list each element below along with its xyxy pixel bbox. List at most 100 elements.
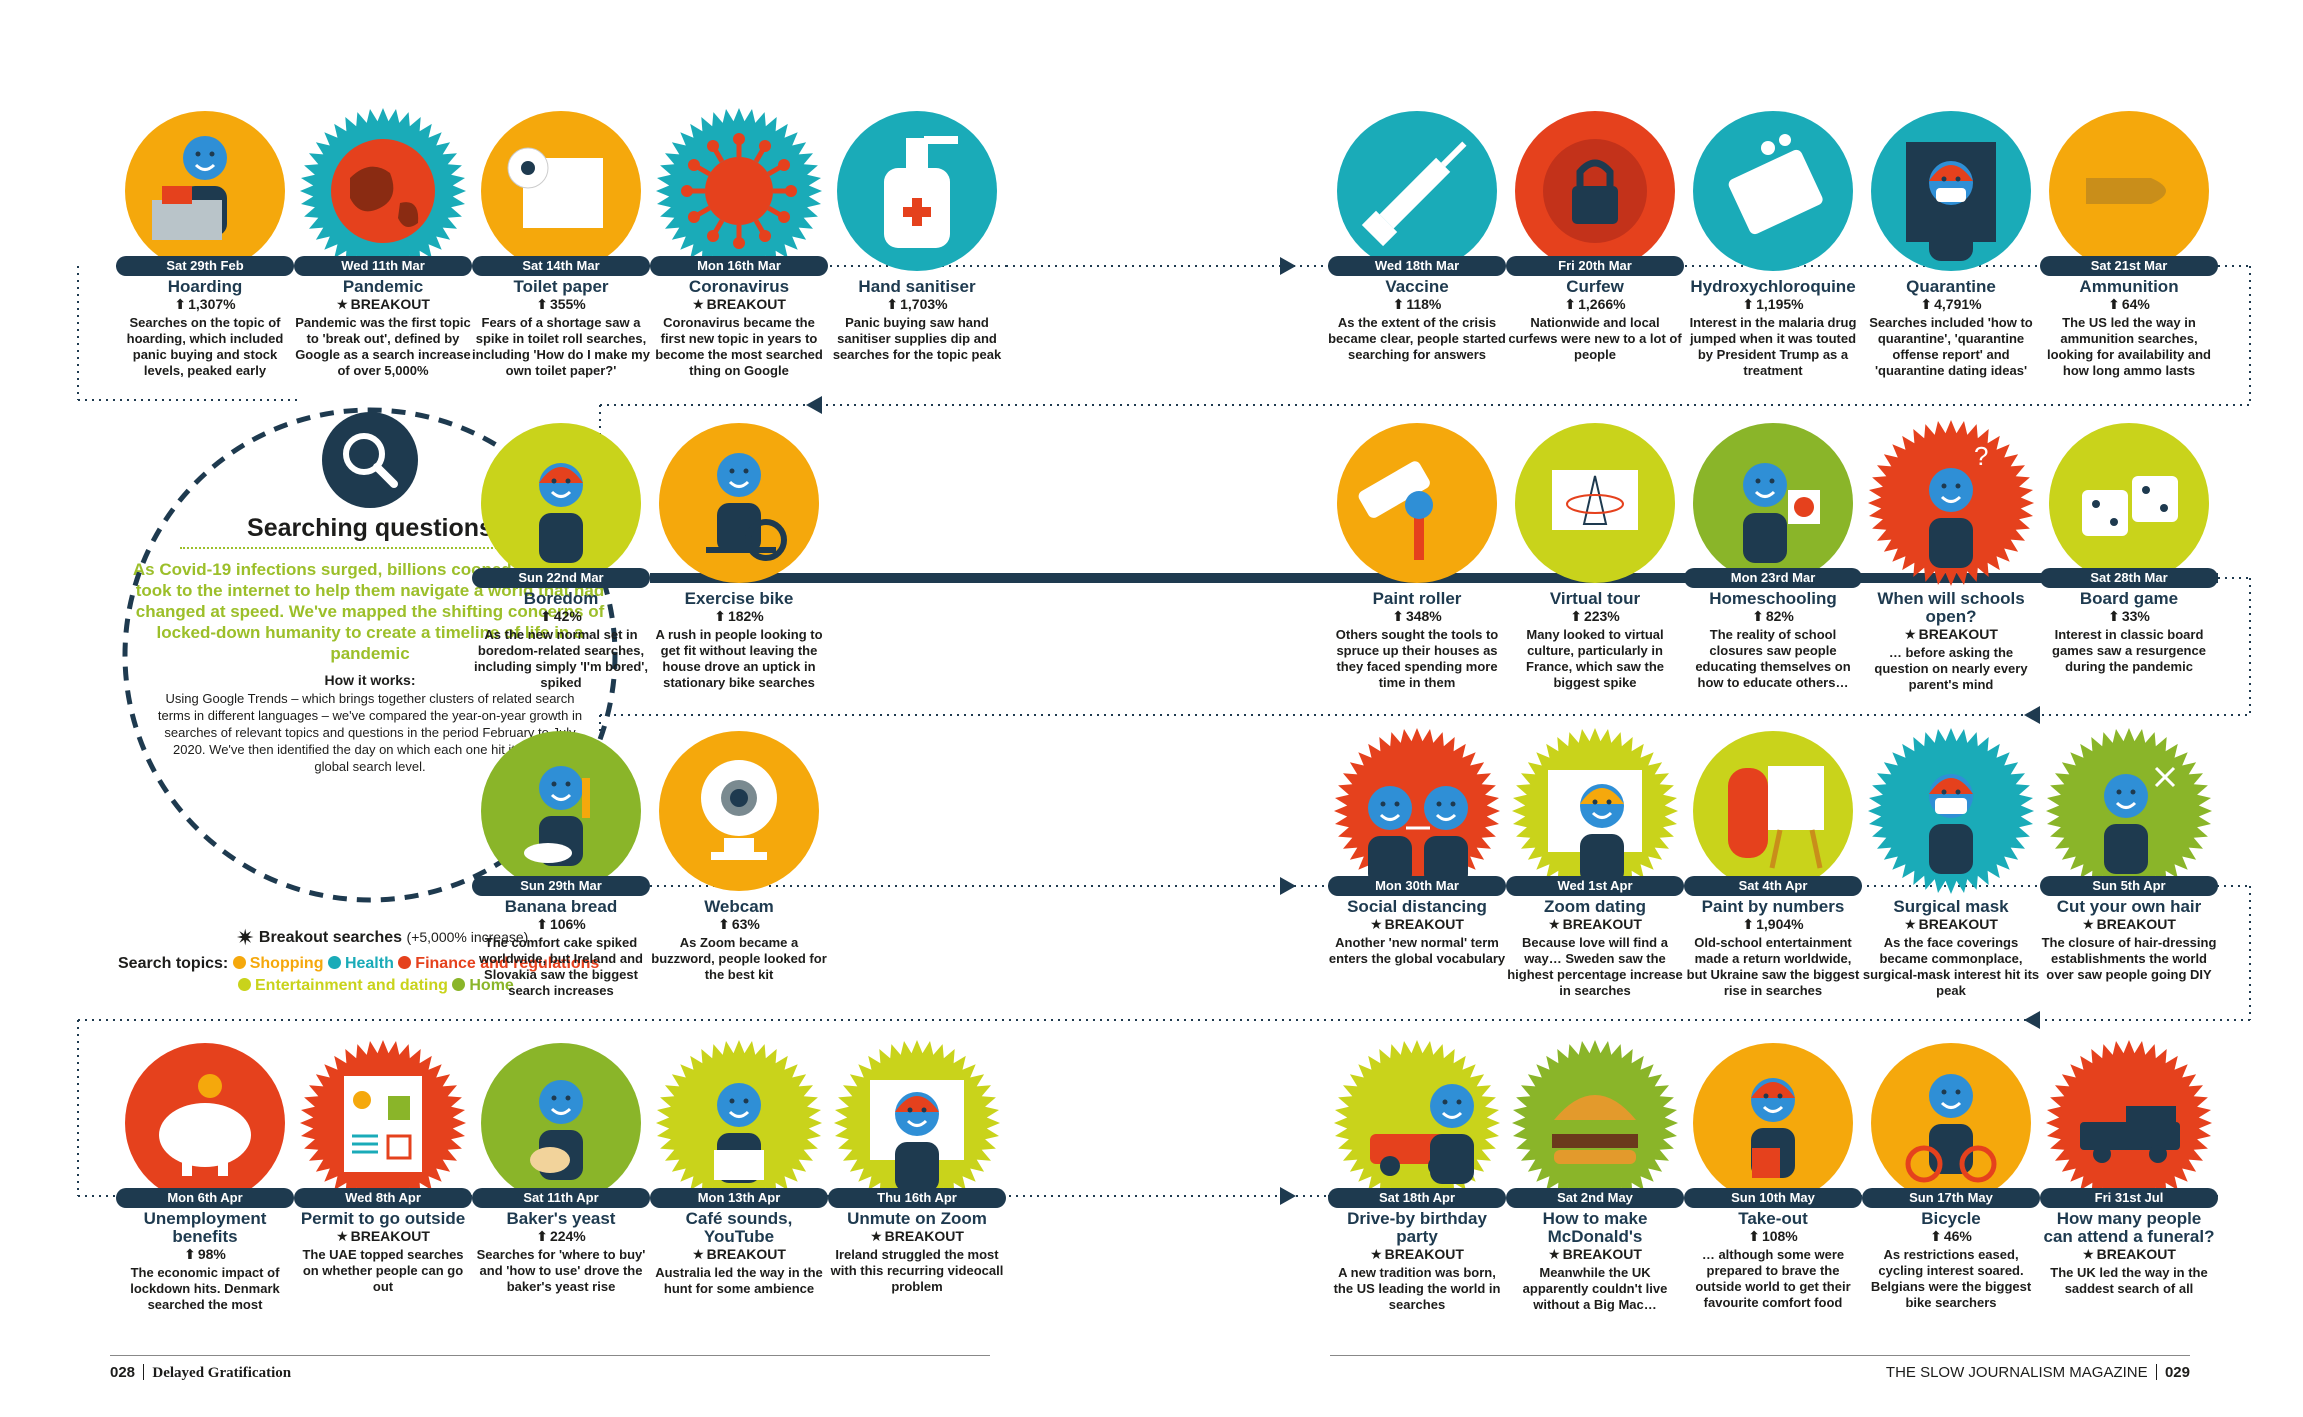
intro-panel: Searching questions As Covid-19 infectio… (120, 410, 620, 775)
stat-value: BREAKOUT (1562, 916, 1642, 932)
stat-value: BREAKOUT (1918, 916, 1998, 932)
item-body: Toilet paper⬆355%Fears of a shortage saw… (472, 278, 650, 379)
stat-value: BREAKOUT (706, 296, 786, 312)
item-description: A rush in people looking to get fit with… (655, 627, 823, 690)
growth-stat: ⬆355% (472, 296, 650, 313)
breakout-star-icon: ★ (336, 296, 349, 312)
stat-value: 223% (1583, 608, 1620, 624)
stat-value: 46% (1943, 1228, 1972, 1244)
breakout-stat: ★BREAKOUT (294, 296, 472, 313)
item-body: Paint by numbers⬆1,904%Old-school entert… (1684, 898, 1862, 999)
sanitiser-bottle-icon (834, 108, 1000, 274)
breakout-star-icon: ★ (2082, 1246, 2095, 1262)
item-body: Hydroxychloroquine⬆1,195%Interest in the… (1684, 278, 1862, 379)
toilet-roll-icon (478, 108, 644, 274)
stat-value: 1,703% (900, 296, 948, 312)
stat-value: 42% (553, 608, 582, 624)
intro-title: Searching questions (247, 514, 493, 542)
stat-value: BREAKOUT (2096, 916, 2176, 932)
item-date: Fri 20th Mar (1506, 256, 1684, 276)
topics-label: Search topics: (118, 955, 229, 972)
growth-arrow-icon: ⬆ (536, 296, 548, 312)
item-body: Ammunition⬆64%The US led the way in ammu… (2040, 278, 2218, 379)
magazine-tagline: THE SLOW JOURNALISM MAGAZINE (1885, 1364, 2148, 1381)
item-body: Hand sanitiser⬆1,703%Panic buying saw ha… (828, 278, 1006, 363)
breakout-stat: ★BREAKOUT (1506, 916, 1684, 933)
item-description: Searches for 'where to buy' and 'how to … (476, 1247, 646, 1294)
growth-stat: ⬆64% (2040, 296, 2218, 313)
growth-arrow-icon: ⬆ (174, 296, 187, 312)
padlock-icon (1512, 108, 1678, 274)
item-date: Sun 5th Apr (2040, 876, 2218, 896)
legend-topics: Search topics: Shopping Health Finance a… (118, 955, 658, 973)
legend-topic-home: Home (452, 977, 514, 994)
growth-stat: ⬆1,703% (828, 296, 1006, 313)
item-title: Cut your own hair (2056, 897, 2202, 916)
page-number-left: 028 (110, 1364, 136, 1381)
item-date: Sat 21st Mar (2040, 256, 2218, 276)
legend-topic-health: Health (327, 955, 394, 972)
growth-arrow-icon: ⬆ (184, 1246, 196, 1262)
breakout-stat: ★BREAKOUT (650, 296, 828, 313)
item-title: Hydroxychloroquine (1690, 277, 1856, 296)
growth-arrow-icon: ⬆ (1742, 296, 1755, 312)
stat-value: 64% (2121, 296, 2150, 312)
item-title: Baker's yeast (506, 1209, 616, 1228)
item-description: Panic buying saw hand sanitiser supplies… (832, 315, 1002, 362)
item-description: The closure of hair-dressing establishme… (2041, 935, 2217, 982)
stat-value: 1,307% (188, 296, 236, 312)
item-body: How many people can attend a funeral?★BR… (2040, 1210, 2218, 1297)
item-title: Hoarding (167, 277, 243, 296)
item-description: As Zoom became a buzzword, people looked… (651, 935, 827, 982)
item-title: Paint by numbers (1701, 897, 1845, 916)
paint-roller-icon (1334, 420, 1500, 586)
growth-stat: ⬆223% (1506, 608, 1684, 625)
eiffel-tower-icon (1512, 420, 1678, 586)
item-body: Homeschooling⬆82%The reality of school c… (1684, 590, 1862, 691)
stat-value: 63% (731, 916, 760, 932)
item-description: Fears of a shortage saw a spike in toile… (472, 315, 650, 378)
item-title: Curfew (1566, 277, 1624, 296)
item-date: Wed 8th Apr (294, 1188, 472, 1208)
item-title: Unmute on Zoom (847, 1209, 987, 1228)
car-party-icon (1334, 1040, 1500, 1206)
item-description: The economic impact of lockdown hits. De… (130, 1265, 280, 1312)
growth-arrow-icon: ⬆ (1920, 296, 1933, 312)
breakout-stat: ★BREAKOUT (828, 1228, 1006, 1245)
stat-value: BREAKOUT (1384, 1246, 1464, 1262)
item-body: Curfew⬆1,266%Nationwide and local curfew… (1506, 278, 1684, 363)
stat-value: 33% (2121, 608, 2150, 624)
growth-arrow-icon: ⬆ (886, 296, 899, 312)
item-title: Unemployment benefits (143, 1209, 267, 1246)
item-description: … although some were prepared to brave t… (1695, 1247, 1851, 1310)
item-description: Interest in the malaria drug jumped when… (1689, 315, 1857, 378)
item-description: Coronavirus became the first new topic i… (655, 315, 823, 378)
item-description: Many looked to virtual culture, particul… (1526, 627, 1664, 690)
breakout-stat: ★BREAKOUT (1862, 626, 2040, 643)
baker-icon (478, 728, 644, 894)
breakout-star-icon: ★ (1370, 1246, 1383, 1262)
stat-value: BREAKOUT (1918, 626, 1998, 642)
howto-text: Using Google Trends – which brings toget… (157, 691, 583, 774)
teacher-icon (1690, 420, 1856, 586)
item-description: Australia led the way in the hunt for so… (655, 1265, 823, 1296)
item-body: Webcam⬆63%As Zoom became a buzzword, peo… (650, 898, 828, 983)
item-body: Baker's yeast⬆224%Searches for 'where to… (472, 1210, 650, 1295)
dice-icon (2046, 420, 2212, 586)
item-date: Mon 23rd Mar (1684, 568, 1862, 588)
item-description: Meanwhile the UK apparently couldn't liv… (1522, 1265, 1668, 1312)
item-description: As the new normal set in boredom-related… (474, 627, 648, 690)
growth-arrow-icon: ⬆ (1570, 608, 1582, 624)
item-date: Thu 16th Apr (828, 1188, 1006, 1208)
growth-arrow-icon: ⬆ (1930, 1228, 1942, 1244)
item-body: Board game⬆33%Interest in classic board … (2040, 590, 2218, 675)
breakout-stat: ★BREAKOUT (294, 1228, 472, 1245)
item-title: Quarantine (1906, 277, 1996, 296)
growth-stat: ⬆1,266% (1506, 296, 1684, 313)
